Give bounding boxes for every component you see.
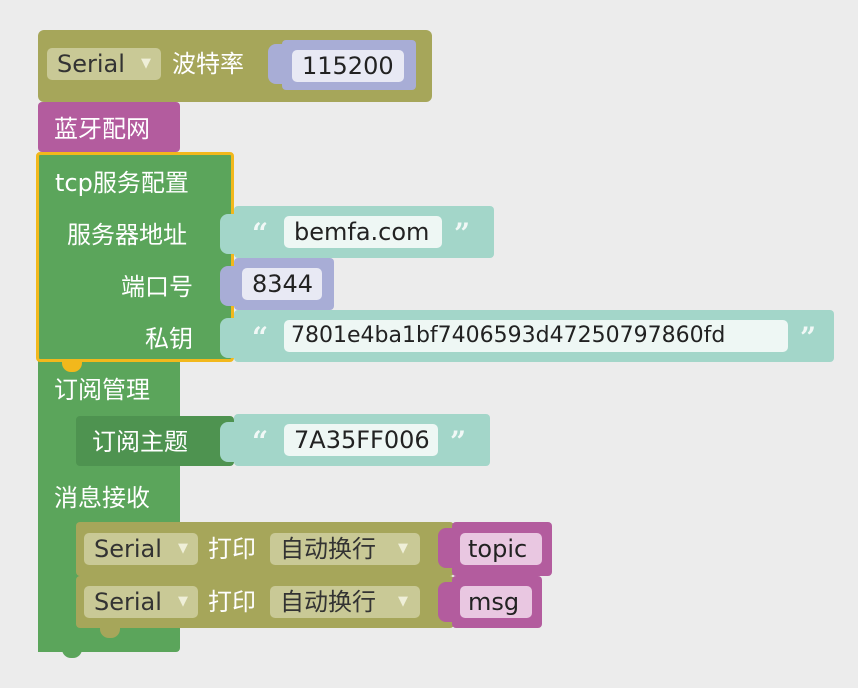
open-quote-icon: “ bbox=[252, 217, 269, 250]
subscription-label: 订阅管理 bbox=[54, 376, 150, 404]
serial-dropdown[interactable]: Serial ▼ bbox=[47, 48, 161, 80]
print-label: 打印 bbox=[208, 588, 256, 616]
chevron-down-icon: ▼ bbox=[178, 541, 188, 556]
msg-var-value: msg bbox=[468, 588, 520, 616]
msg-var-socket bbox=[438, 582, 454, 622]
port-label: 端口号 bbox=[121, 273, 193, 301]
tcp-config-block[interactable]: tcp服务配置 服务器地址 端口号 私钥 bbox=[36, 152, 234, 362]
private-key-input[interactable]: 7801e4ba1bf7406593d47250797860fd bbox=[284, 320, 788, 352]
msg-var-block[interactable]: msg bbox=[452, 576, 542, 628]
newline-mode-dropdown[interactable]: 自动换行 ▼ bbox=[270, 586, 420, 618]
baud-rate-input[interactable]: 115200 bbox=[292, 50, 404, 82]
bluetooth-config-block[interactable]: 蓝牙配网 bbox=[38, 102, 180, 152]
baud-input-socket bbox=[268, 44, 284, 84]
open-quote-icon: “ bbox=[252, 321, 269, 354]
port-input[interactable]: 8344 bbox=[242, 268, 322, 300]
close-quote-icon: ” bbox=[454, 217, 471, 250]
server-string-block: “ bemfa.com ” bbox=[234, 206, 494, 258]
message-receive-label: 消息接收 bbox=[54, 484, 150, 512]
port-number-block: 8344 bbox=[234, 258, 334, 310]
topic-input[interactable]: 7A35FF006 bbox=[284, 424, 438, 456]
serial-baud-block[interactable]: Serial ▼ 波特率 115200 bbox=[38, 30, 432, 102]
server-address-value: bemfa.com bbox=[294, 218, 430, 246]
serial-dropdown-label: Serial bbox=[94, 535, 162, 563]
baud-rate-value: 115200 bbox=[302, 52, 394, 80]
newline-mode-value: 自动换行 bbox=[280, 588, 376, 616]
chevron-down-icon: ▼ bbox=[178, 594, 188, 609]
key-string-block: “ 7801e4ba1bf7406593d47250797860fd ” bbox=[234, 310, 834, 362]
topic-string-block: “ 7A35FF006 ” bbox=[234, 414, 490, 466]
port-input-socket bbox=[220, 266, 236, 306]
topic-var-socket bbox=[438, 528, 454, 568]
chevron-down-icon: ▼ bbox=[141, 56, 151, 71]
bluetooth-config-label: 蓝牙配网 bbox=[54, 115, 150, 143]
server-address-label: 服务器地址 bbox=[67, 221, 187, 249]
key-input-socket bbox=[220, 318, 236, 358]
close-quote-icon: ” bbox=[450, 425, 467, 458]
serial-print-block[interactable]: Serial ▼ 打印 自动换行 ▼ bbox=[76, 576, 454, 628]
topic-value: 7A35FF006 bbox=[294, 426, 430, 454]
serial-print-block[interactable]: Serial ▼ 打印 自动换行 ▼ bbox=[76, 522, 454, 576]
topic-var-value: topic bbox=[468, 535, 528, 563]
open-quote-icon: “ bbox=[252, 425, 269, 458]
print-block-notch bbox=[100, 628, 120, 638]
private-key-value: 7801e4ba1bf7406593d47250797860fd bbox=[291, 323, 726, 348]
chevron-down-icon: ▼ bbox=[398, 594, 408, 609]
baud-rate-label: 波特率 bbox=[172, 50, 244, 78]
topic-var-block[interactable]: topic bbox=[452, 522, 552, 576]
tcp-block-notch bbox=[62, 362, 82, 372]
server-address-input[interactable]: bemfa.com bbox=[284, 216, 442, 248]
topic-var-field[interactable]: topic bbox=[460, 533, 542, 565]
serial-dropdown-label: Serial bbox=[57, 50, 125, 78]
mqtt-container-inner-bar bbox=[38, 366, 76, 652]
server-input-socket bbox=[220, 214, 236, 254]
subscribe-topic-label: 订阅主题 bbox=[92, 428, 188, 456]
serial-dropdown[interactable]: Serial ▼ bbox=[84, 586, 198, 618]
subscribe-topic-block[interactable]: 订阅主题 bbox=[76, 416, 234, 466]
serial-dropdown-label: Serial bbox=[94, 588, 162, 616]
container-bottom-notch bbox=[62, 648, 82, 658]
newline-mode-dropdown[interactable]: 自动换行 ▼ bbox=[270, 533, 420, 565]
tcp-config-title: tcp服务配置 bbox=[55, 169, 189, 197]
close-quote-icon: ” bbox=[800, 321, 817, 354]
chevron-down-icon: ▼ bbox=[398, 541, 408, 556]
port-value: 8344 bbox=[252, 270, 314, 298]
private-key-label: 私钥 bbox=[145, 325, 193, 353]
msg-var-field[interactable]: msg bbox=[460, 586, 532, 618]
print-label: 打印 bbox=[208, 535, 256, 563]
topic-input-socket bbox=[220, 422, 236, 462]
serial-dropdown[interactable]: Serial ▼ bbox=[84, 533, 198, 565]
newline-mode-value: 自动换行 bbox=[280, 535, 376, 563]
